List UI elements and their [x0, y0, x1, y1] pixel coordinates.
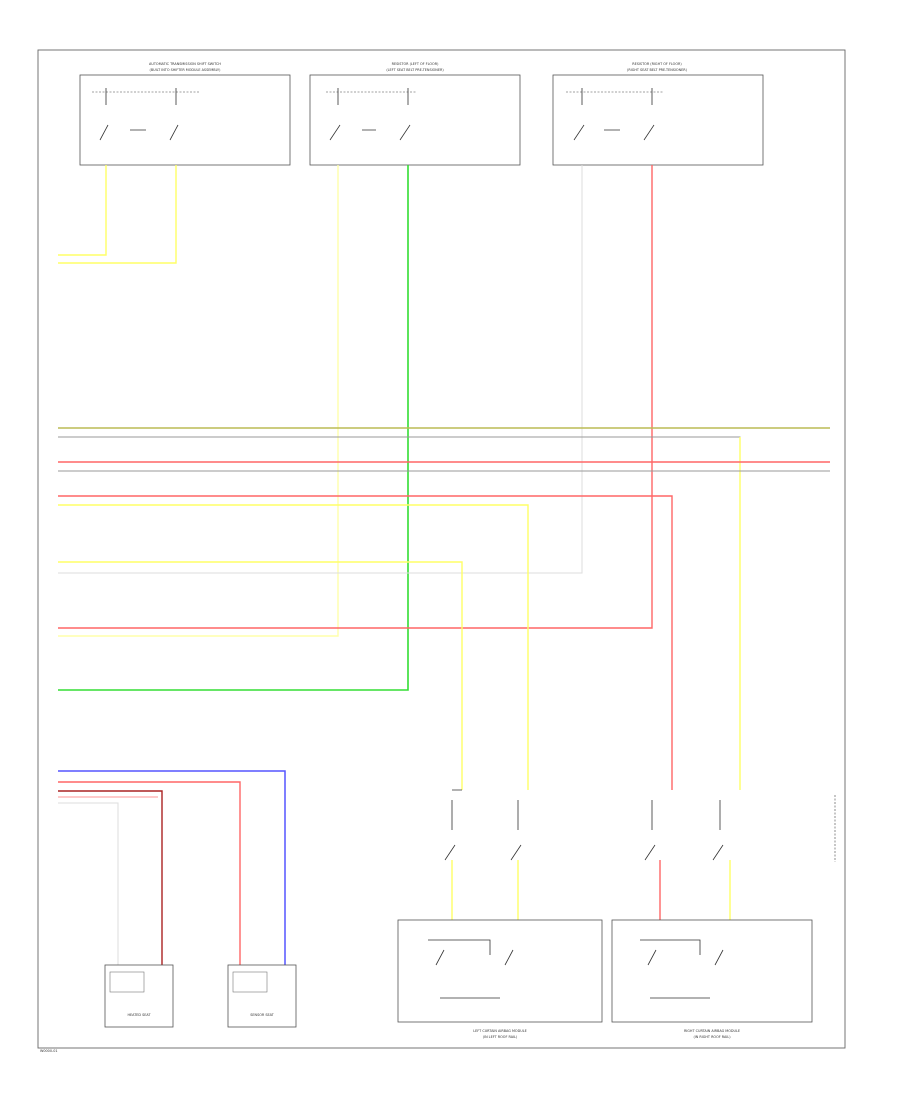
- component-right-resistor: RESISTOR (RIGHT OF FLOOR) (RIGHT SEAT BE…: [552, 62, 764, 166]
- component-title-line-2: (RIGHT SEAT BELT PRE-TENSIONER): [627, 68, 688, 72]
- diagram-frame: [37, 49, 846, 1049]
- curtain-label-line-1: LEFT CURTAIN AIRBAG MODULE: [473, 1029, 526, 1033]
- wires-sensors: [58, 770, 286, 965]
- curtain-switches: [444, 789, 836, 920]
- sensor-label: SENSOR SEAT: [250, 1013, 274, 1017]
- component-title-line-1: RESISTOR (RIGHT OF FLOOR): [632, 62, 682, 66]
- sensor-left: HEATED SEAT: [104, 964, 174, 1028]
- curtain-label-line-2: (IN RIGHT ROOF RAIL): [693, 1035, 731, 1039]
- footer-code: W0000-01: [40, 1049, 58, 1053]
- curtain-label-line-2: (IN LEFT ROOF RAIL): [483, 1035, 518, 1039]
- wires-bus: [58, 427, 830, 790]
- curtain-module-right: RIGHT CURTAIN AIRBAG MODULE (IN RIGHT RO…: [611, 919, 813, 1039]
- component-title-line-2: (LEFT SEAT BELT PRE-TENSIONER): [386, 68, 444, 72]
- connector-label-stack: [214, 98, 264, 148]
- component-shift-switch: AUTOMATIC TRANSMISSION SHIFT SWITCH (BUI…: [79, 62, 291, 166]
- component-title-line-2: (BUILT INTO SHIFTER MODULE ASSEMBLY): [150, 68, 222, 72]
- sensor-label: HEATED SEAT: [127, 1013, 151, 1017]
- curtain-module-left: LEFT CURTAIN AIRBAG MODULE (IN LEFT ROOF…: [397, 919, 603, 1039]
- component-left-resistor: RESISTOR (LEFT OF FLOOR) (LEFT SEAT BELT…: [309, 62, 521, 166]
- curtain-label-line-1: RIGHT CURTAIN AIRBAG MODULE: [684, 1029, 740, 1033]
- component-title-line-1: AUTOMATIC TRANSMISSION SHIFT SWITCH: [149, 62, 221, 66]
- wires-top: [58, 165, 653, 691]
- sensor-right: SENSOR SEAT: [227, 964, 297, 1028]
- component-title-line-1: RESISTOR (LEFT OF FLOOR): [392, 62, 439, 66]
